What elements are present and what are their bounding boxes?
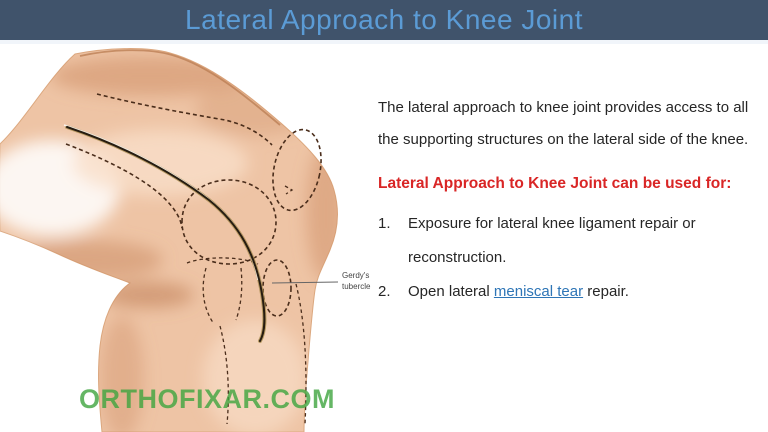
thigh-contour-line — [79, 49, 281, 126]
gerdys-pointer-line — [271, 281, 339, 284]
watermark-text: ORTHOFIXAR.COM — [79, 384, 335, 414]
list-item-1-line-1: Exposure for lateral knee ligament repai… — [408, 215, 696, 232]
list-item-1: 1. Exposure for lateral knee ligament re… — [378, 207, 766, 275]
list-item-1-text: Exposure for lateral knee ligament repai… — [408, 207, 766, 275]
knee-illustration-svg: Gerdy's tubercle ORTHOFIXAR.COM — [0, 48, 371, 432]
list-item-2-post: repair. — [583, 283, 629, 300]
gerdys-tubercle-outline — [262, 259, 292, 317]
fibula-outline — [295, 283, 307, 425]
list-item-1-line-2: reconstruction. — [408, 249, 507, 266]
incision-line — [63, 124, 267, 343]
tibial-crest-outline — [219, 325, 229, 425]
patellar-tendon-outline-left — [202, 267, 215, 325]
usage-heading: Lateral Approach to Knee Joint can be us… — [378, 175, 732, 192]
content-panel: The lateral approach to knee joint provi… — [378, 92, 766, 309]
intro-line-1: The lateral approach to knee joint provi… — [378, 99, 749, 116]
list-item-2-pre: Open lateral — [408, 283, 494, 300]
list-item-1-number: 1. — [378, 215, 391, 232]
patella-notch-mark — [284, 185, 294, 195]
patellar-tendon-outline-right — [235, 267, 243, 321]
itb-dashed-line-upper — [96, 93, 273, 146]
usage-list: 1. Exposure for lateral knee ligament re… — [378, 207, 766, 309]
itb-dashed-line-lower — [65, 143, 183, 229]
gerdys-label-line2: tubercle — [342, 282, 371, 291]
patella-outline — [272, 128, 322, 212]
header-bar: Lateral Approach to Knee Joint — [0, 0, 768, 44]
meniscal-tear-link[interactable]: meniscal tear — [493, 283, 584, 300]
list-item-2-text: Open lateral meniscal tear repair. — [408, 275, 766, 309]
knee-illustration: Gerdy's tubercle ORTHOFIXAR.COM — [0, 48, 380, 432]
list-item-2-number: 2. — [378, 283, 391, 300]
femoral-condyle-outline — [181, 179, 277, 265]
intro-paragraph: The lateral approach to knee joint provi… — [378, 92, 766, 156]
page-title: Lateral Approach to Knee Joint — [185, 4, 583, 35]
gerdys-label-line1: Gerdy's — [342, 271, 369, 280]
intro-line-2: the supporting structures on the lateral… — [378, 131, 749, 148]
list-item-2: 2. Open lateral meniscal tear repair. — [378, 275, 766, 309]
